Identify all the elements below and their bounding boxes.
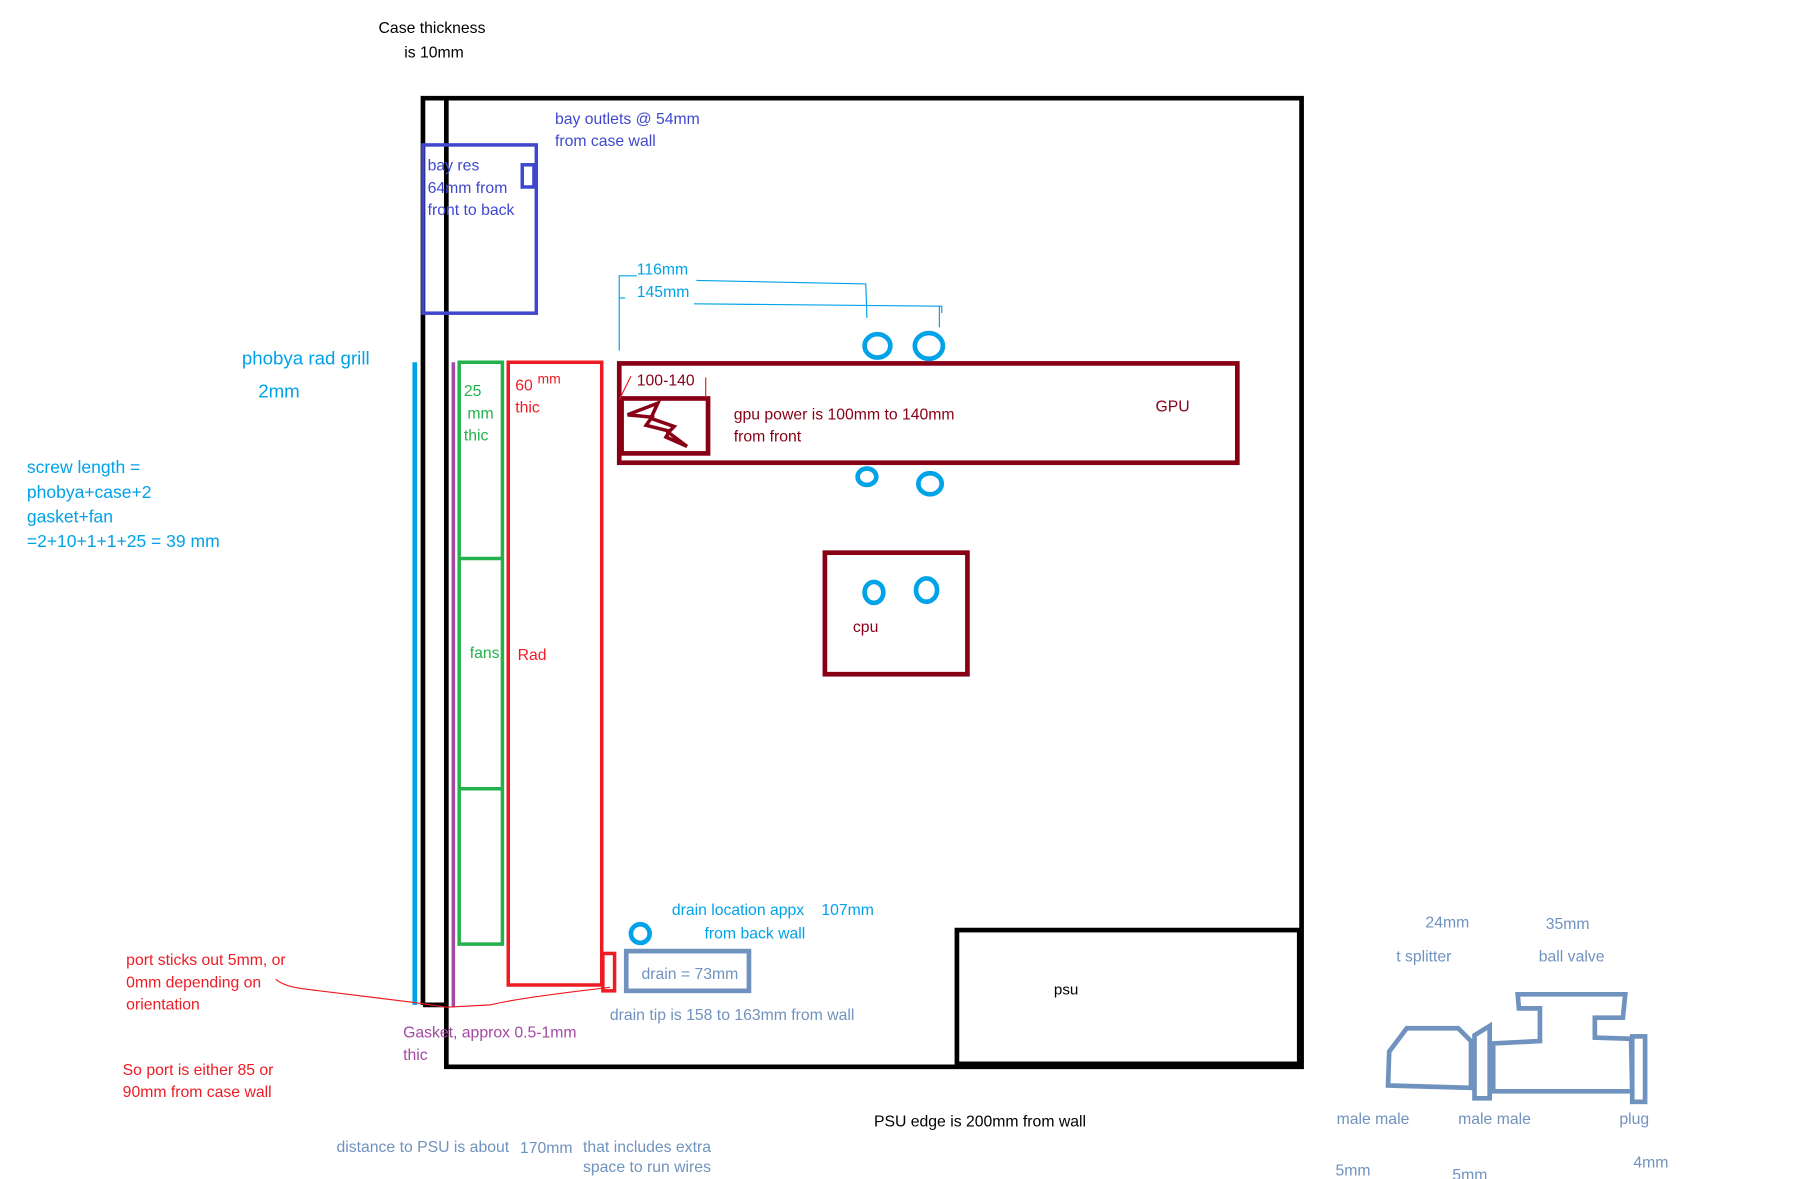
drain-location-label-2: 107mm: [821, 902, 874, 919]
dim-116-label: 116mm: [637, 262, 688, 279]
distance-psu-label-4: space to run wires: [583, 1159, 711, 1176]
port-result-label-1: So port is either 85 or: [123, 1062, 274, 1079]
male-male-fitting-1: [1385, 1025, 1474, 1091]
fans-box: [457, 360, 505, 946]
rad-thickness-3: thic: [515, 399, 540, 416]
bay-res-outlet: [520, 163, 536, 189]
port-result-label-2: 90mm from case wall: [123, 1084, 272, 1101]
ball-valve-size: 35mm: [1546, 916, 1590, 933]
fans-thickness-2: mm: [467, 405, 493, 422]
plug-size: 4mm: [1633, 1154, 1668, 1171]
bay-res-label-3: front to back: [428, 202, 515, 219]
gasket-label-2: thic: [403, 1047, 428, 1064]
gpu-range-marker: [618, 376, 707, 400]
fans-thickness-3: thic: [464, 428, 489, 445]
phobya-label-1: phobya rad grill: [242, 348, 370, 369]
screw-label-1: screw length =: [27, 457, 140, 477]
ball-valve-fitting: [1490, 992, 1635, 1094]
distance-psu-label-1: distance to PSU is about: [336, 1139, 509, 1156]
bay-outlets-label-1: bay outlets @ 54mm: [555, 111, 700, 128]
rad-label: Rad: [518, 647, 547, 664]
lightning-icon: [626, 399, 689, 448]
bay-outlets-label-2: from case wall: [555, 133, 656, 150]
drain-box: [623, 948, 752, 994]
psu-box: [954, 927, 1302, 1067]
case-outline: [420, 95, 1304, 1070]
fans-label: fans: [470, 645, 500, 662]
port-circle: [913, 576, 940, 605]
cpu-box: [822, 550, 970, 677]
t-splitter-size: 24mm: [1425, 915, 1469, 932]
bay-res-label-2: 64mm from: [428, 180, 508, 197]
port-circles: [628, 330, 946, 946]
rad-port: [601, 951, 617, 993]
drain-tip-label: drain tip is 158 to 163mm from wall: [610, 1007, 854, 1024]
plug-fitting: [1629, 1034, 1648, 1105]
port-circle: [916, 470, 945, 497]
distance-psu-label-2: 170mm: [520, 1140, 573, 1157]
gpu-power-label-1: gpu power is 100mm to 140mm: [734, 406, 955, 423]
t-splitter-label: t splitter: [1396, 949, 1451, 966]
bay-res-box: [421, 143, 539, 315]
ball-valve-label: ball valve: [1539, 949, 1605, 966]
male-male-2-size: 5mm: [1452, 1167, 1487, 1179]
port-label-1: port sticks out 5mm, or: [126, 952, 285, 969]
gpu-range-label: 100-140: [637, 373, 695, 390]
fans-thickness-1: 25: [464, 383, 482, 400]
screw-label-3: gasket+fan: [27, 506, 113, 526]
psu-label: psu: [1054, 981, 1078, 998]
bay-res-label-1: bay res: [428, 158, 480, 175]
male-male-fitting-2: [1472, 1021, 1493, 1101]
port-circle: [855, 466, 879, 488]
male-male-1-label: male male: [1337, 1111, 1410, 1128]
gasket-label-1: Gasket, approx 0.5-1mm: [403, 1025, 577, 1042]
cpu-label: cpu: [853, 619, 878, 636]
case-thickness-label-1: Case thickness: [379, 20, 486, 37]
drain-circle: [628, 921, 652, 946]
distance-psu-label-3: that includes extra: [583, 1139, 711, 1156]
psu-edge-label: PSU edge is 200mm from wall: [874, 1113, 1086, 1130]
drain-location-label-1: drain location appx: [672, 902, 804, 919]
dimension-lines: [618, 275, 943, 351]
plug-label: plug: [1619, 1111, 1649, 1128]
dim-145-label: 145mm: [637, 284, 690, 301]
case-thickness-label-2: is 10mm: [404, 44, 464, 61]
gpu-power-box: [619, 396, 711, 456]
phobya-label-2: 2mm: [258, 380, 300, 401]
screw-label-4: =2+10+1+1+25 = 39 mm: [27, 531, 220, 551]
rad-thickness-1: 60: [515, 377, 533, 394]
rad-box: [506, 360, 604, 987]
gpu-label: GPU: [1156, 398, 1190, 415]
port-circle: [862, 579, 886, 606]
male-male-2-label: male male: [1458, 1111, 1531, 1128]
male-male-1-size: 5mm: [1335, 1162, 1370, 1179]
port-label-3: orientation: [126, 997, 200, 1014]
drain-location-label-3: from back wall: [705, 925, 806, 942]
fittings-drawing: [1385, 992, 1648, 1105]
port-circle: [862, 331, 893, 360]
port-circle: [912, 330, 946, 362]
rad-thickness-2: mm: [537, 370, 560, 386]
gpu-power-label-2: from front: [734, 429, 802, 446]
screw-label-2: phobya+case+2: [27, 482, 152, 502]
port-label-2: 0mm depending on: [126, 974, 261, 991]
port-pointer-line: [275, 978, 610, 1008]
drain-label: drain = 73mm: [641, 966, 738, 983]
